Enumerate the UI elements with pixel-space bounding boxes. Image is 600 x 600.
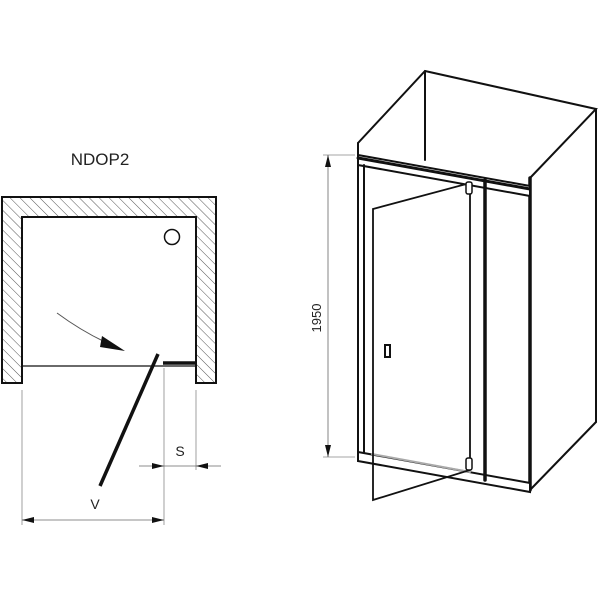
drain-icon xyxy=(163,228,181,246)
arrow-head-icon xyxy=(152,463,164,469)
plan-title: NDOP2 xyxy=(71,150,130,169)
door-leaf xyxy=(98,353,160,487)
dim-v-label: V xyxy=(90,496,100,512)
dim-s-label: S xyxy=(175,443,184,459)
plan-view: NDOP2 S V xyxy=(1,150,221,525)
wall-hatched xyxy=(1,196,217,384)
threshold-line xyxy=(371,453,471,473)
arrow-head-icon xyxy=(152,517,164,523)
arrow-head-icon xyxy=(196,463,208,469)
door-leaf xyxy=(372,181,471,502)
perspective-view xyxy=(356,69,598,502)
wall-top-outline xyxy=(357,69,598,179)
hinge-bottom-icon xyxy=(465,457,473,471)
arrow-head-icon xyxy=(325,155,331,167)
arrow-head-icon xyxy=(325,445,331,457)
top-profile-line xyxy=(356,156,532,191)
arrow-head-icon xyxy=(100,336,125,351)
hinge-top-icon xyxy=(465,181,473,195)
height-dimension: 1950 xyxy=(309,154,355,458)
bottom-profile xyxy=(357,450,531,494)
handle-icon xyxy=(384,344,391,358)
swing-arrow xyxy=(56,312,106,343)
dim-height-label: 1950 xyxy=(309,304,324,333)
arrow-head-icon xyxy=(22,517,34,523)
right-wall-bottom-edge xyxy=(529,421,597,491)
